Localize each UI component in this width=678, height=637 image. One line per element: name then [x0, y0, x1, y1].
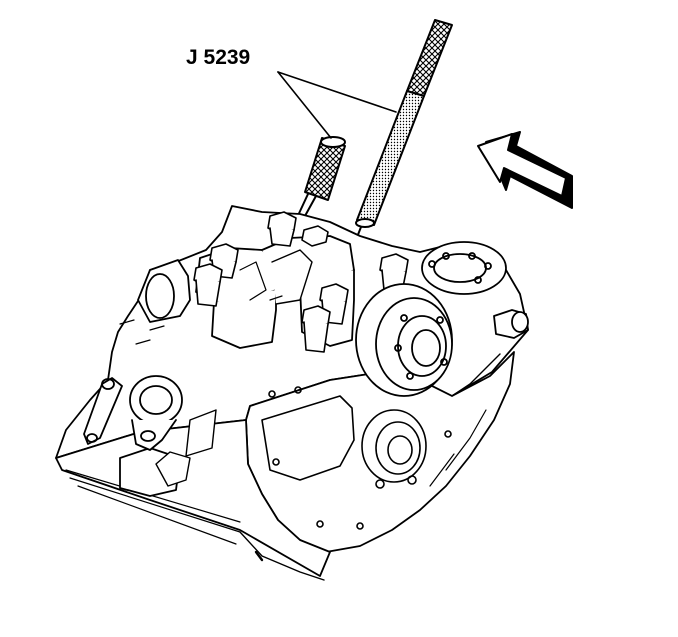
tool-callout-label: J 5239	[186, 46, 250, 69]
direction-arrow	[477, 131, 573, 209]
bolt-heads	[193, 211, 409, 353]
front-housing	[355, 241, 529, 487]
callout-leaders	[277, 71, 397, 139]
installer-rod	[351, 19, 453, 251]
lower-cover	[119, 295, 452, 562]
